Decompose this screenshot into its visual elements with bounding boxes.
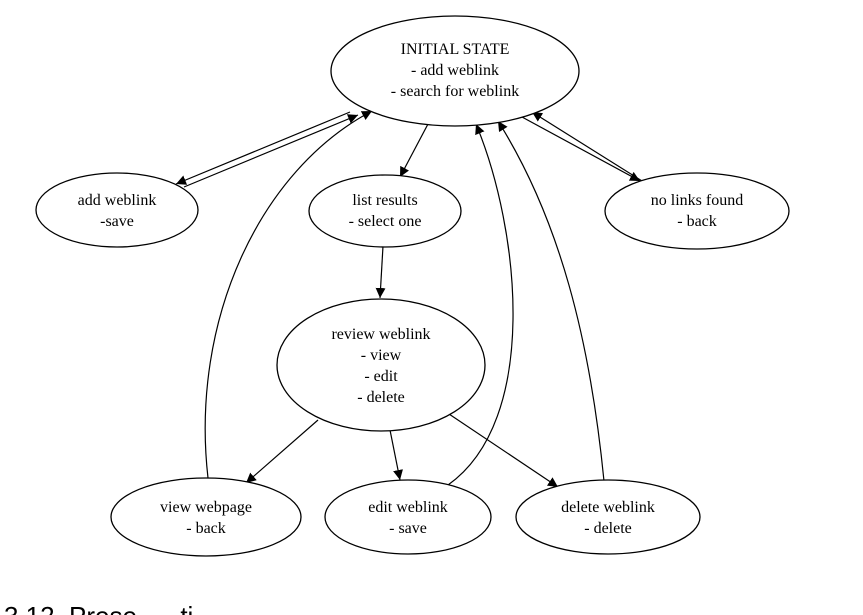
node-initial-state-line-2: - add weblink — [411, 62, 499, 79]
figure-caption-fragment: 3.12 Prese ti — [4, 601, 208, 615]
node-initial-state: INITIAL STATE - add weblink - search for… — [330, 15, 580, 127]
node-add-weblink: add weblink -save — [35, 172, 199, 248]
node-view-webpage-shape — [110, 477, 302, 557]
node-no-links-found: no links found - back — [604, 172, 790, 250]
edge-initial-to-no-links — [521, 116, 641, 182]
node-view-webpage-line-2: - back — [186, 520, 226, 537]
node-add-weblink-line-1: add weblink — [78, 192, 157, 209]
edge-edit-weblink-to-initial — [447, 123, 514, 486]
node-review-weblink-line-1: review weblink — [331, 326, 430, 343]
node-list-results-line-2: - select one — [349, 213, 422, 230]
edge-delete-weblink-to-initial — [497, 120, 605, 482]
node-initial-state-shape — [330, 15, 580, 127]
node-no-links-found-line-2: - back — [677, 213, 717, 230]
edge-add-weblink-to-initial — [183, 114, 359, 188]
node-review-weblink-line-3: - edit — [364, 368, 398, 385]
node-delete-weblink-line-2: - delete — [584, 520, 632, 537]
node-delete-weblink-line-1: delete weblink — [561, 499, 655, 516]
node-list-results: list results - select one — [308, 174, 462, 248]
edge-no-links-to-initial — [531, 111, 651, 187]
node-initial-state-line-3: - search for weblink — [391, 83, 519, 100]
edges — [175, 110, 651, 488]
node-no-links-found-shape — [604, 172, 790, 250]
edge-view-webpage-to-initial — [204, 110, 373, 479]
node-edit-weblink-line-1: edit weblink — [368, 499, 448, 516]
edge-review-to-delete-weblink — [445, 411, 559, 488]
node-edit-weblink: edit weblink - save — [324, 479, 492, 555]
node-edit-weblink-line-2: - save — [389, 520, 427, 537]
node-review-weblink-line-4: - delete — [357, 389, 405, 406]
node-delete-weblink: delete weblink - delete — [515, 479, 701, 555]
node-review-weblink: review weblink - view - edit - delete — [276, 298, 486, 432]
node-list-results-shape — [308, 174, 462, 248]
edge-review-to-view-webpage — [245, 419, 319, 484]
node-edit-weblink-shape — [324, 479, 492, 555]
node-no-links-found-line-1: no links found — [651, 192, 743, 209]
node-delete-weblink-shape — [515, 479, 701, 555]
node-review-weblink-line-2: - view — [361, 347, 402, 364]
edge-review-to-edit-weblink — [389, 429, 403, 481]
node-add-weblink-shape — [35, 172, 199, 248]
edge-initial-to-add-weblink — [175, 111, 351, 185]
node-view-webpage: view webpage - back — [110, 477, 302, 557]
node-initial-state-line-1: INITIAL STATE — [401, 41, 510, 58]
edge-list-results-to-review — [375, 245, 386, 299]
node-add-weblink-line-2: -save — [100, 213, 134, 230]
edge-initial-to-list-results — [399, 123, 429, 178]
node-view-webpage-line-1: view webpage — [160, 499, 252, 516]
node-review-weblink-shape — [276, 298, 486, 432]
node-list-results-line-1: list results — [352, 192, 417, 209]
